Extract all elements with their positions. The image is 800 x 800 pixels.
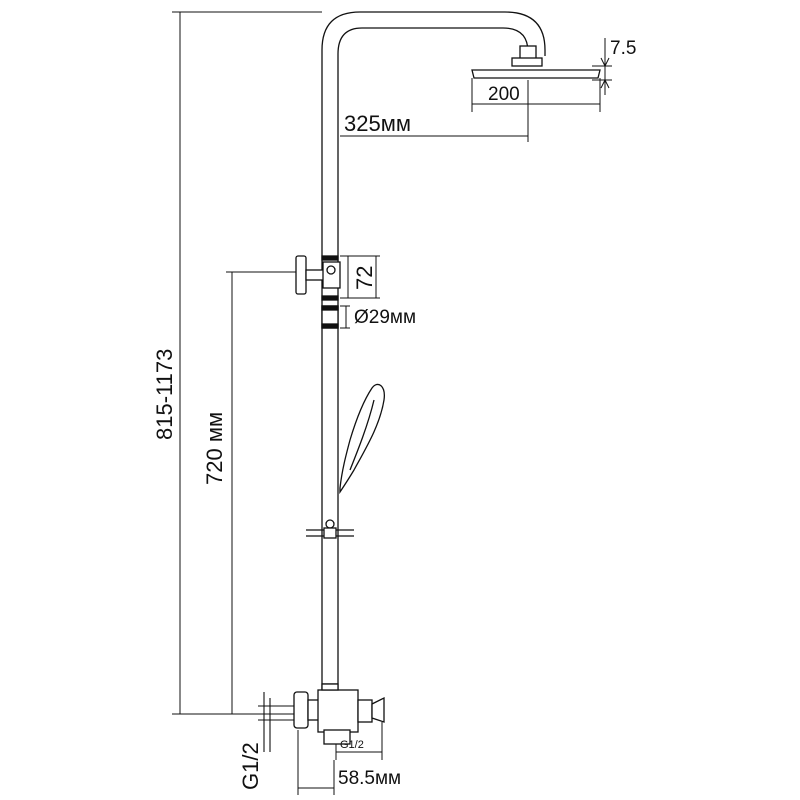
inlet-to-holder-dimension: [226, 271, 296, 714]
inlet-to-holder-label: 720 мм: [202, 412, 227, 485]
pipe-diameter-dimension: [340, 305, 350, 329]
holder-bands: [321, 255, 339, 329]
arm-reach-label: 325мм: [344, 111, 411, 136]
holder-height-label: 72: [352, 266, 377, 290]
outlet-dimension: [297, 722, 383, 795]
shower-riser-pipe: [321, 11, 546, 690]
mixer-valve: [293, 683, 385, 745]
inlet-thread-label: G1/2: [238, 742, 263, 790]
total-height-label: 815-1173: [152, 349, 177, 440]
arm-reach-dimension: [340, 80, 529, 142]
head-diameter-label: 200: [488, 84, 520, 105]
pipe-diameter-label: Ø29мм: [354, 307, 416, 328]
holder-knob: [295, 255, 341, 295]
slide-clamp: [306, 519, 354, 539]
head-thickness-dimension: [592, 38, 612, 95]
total-height-dimension: [172, 11, 322, 715]
hand-shower: [339, 383, 385, 495]
head-diameter-dimension: [471, 78, 601, 112]
holder-height-dimension: [340, 255, 380, 299]
inlet-stubs: [258, 692, 294, 752]
overhead-shower-head: [471, 45, 601, 79]
outlet-thread-label: G1/2: [340, 739, 364, 751]
inlet-offset-label: 58.5мм: [338, 768, 401, 789]
head-thickness-label: 7.5: [610, 38, 636, 59]
